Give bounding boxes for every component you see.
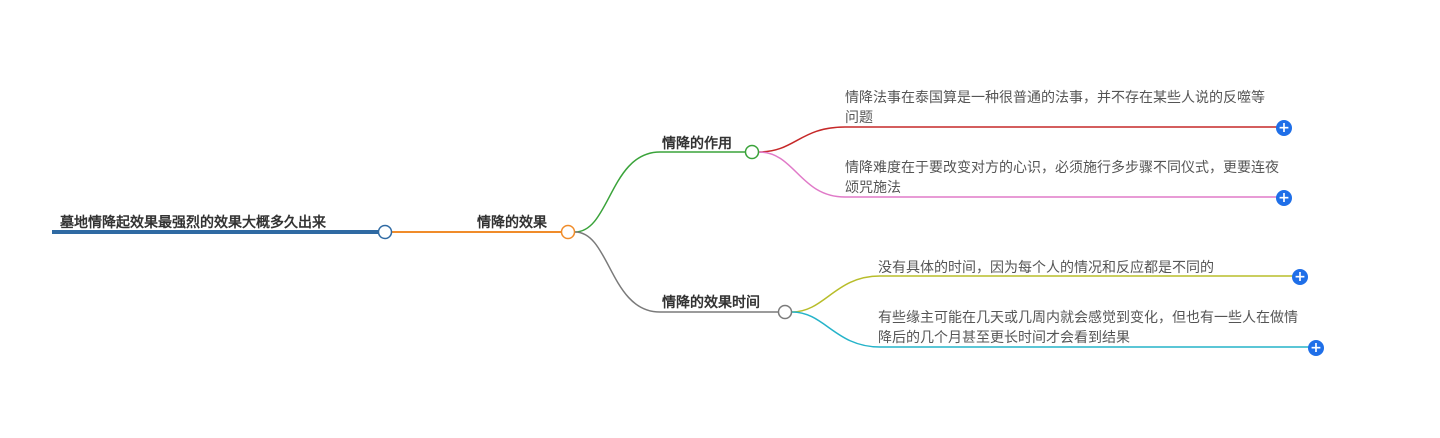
- leaf-node-text[interactable]: 情降难度在于要改变对方的心识，必须施行多步骤不同仪式，更要连夜颂咒施法: [845, 160, 1279, 196]
- root-node-label[interactable]: 墓地情降起效果最强烈的效果大概多久出来: [60, 215, 326, 231]
- expand-plus-icon[interactable]: +: [1276, 190, 1292, 206]
- expand-plus-icon[interactable]: +: [1276, 120, 1292, 136]
- branch-bottom-label[interactable]: 情降的效果时间: [662, 295, 760, 311]
- connector-leaf-3: [791, 275, 1298, 313]
- connector-to-branch-top: [574, 151, 752, 233]
- connector-leaf-4: [791, 311, 1313, 348]
- branch-top-label[interactable]: 情降的作用: [662, 136, 732, 152]
- expand-plus-icon[interactable]: +: [1292, 269, 1308, 285]
- connector-to-branch-bottom: [574, 231, 785, 313]
- leaf-node-text[interactable]: 情降法事在泰国算是一种很普通的法事，并不存在某些人说的反噬等问题: [845, 90, 1265, 126]
- root-collapse-toggle[interactable]: [377, 224, 393, 240]
- leaf-node-text[interactable]: 有些缘主可能在几天或几周内就会感觉到变化，但也有一些人在做情降后的几个月甚至更长…: [878, 310, 1298, 346]
- level1-collapse-toggle[interactable]: [560, 224, 576, 240]
- connector-leaf-2: [758, 151, 1282, 198]
- level1-node-label[interactable]: 情降的效果: [477, 215, 547, 231]
- leaf-node-text[interactable]: 没有具体的时间，因为每个人的情况和反应都是不同的: [878, 260, 1214, 276]
- branch-bottom-collapse-toggle[interactable]: [777, 304, 793, 320]
- connector-leaf-1: [758, 126, 1282, 153]
- expand-plus-icon[interactable]: +: [1308, 340, 1324, 356]
- branch-top-collapse-toggle[interactable]: [744, 144, 760, 160]
